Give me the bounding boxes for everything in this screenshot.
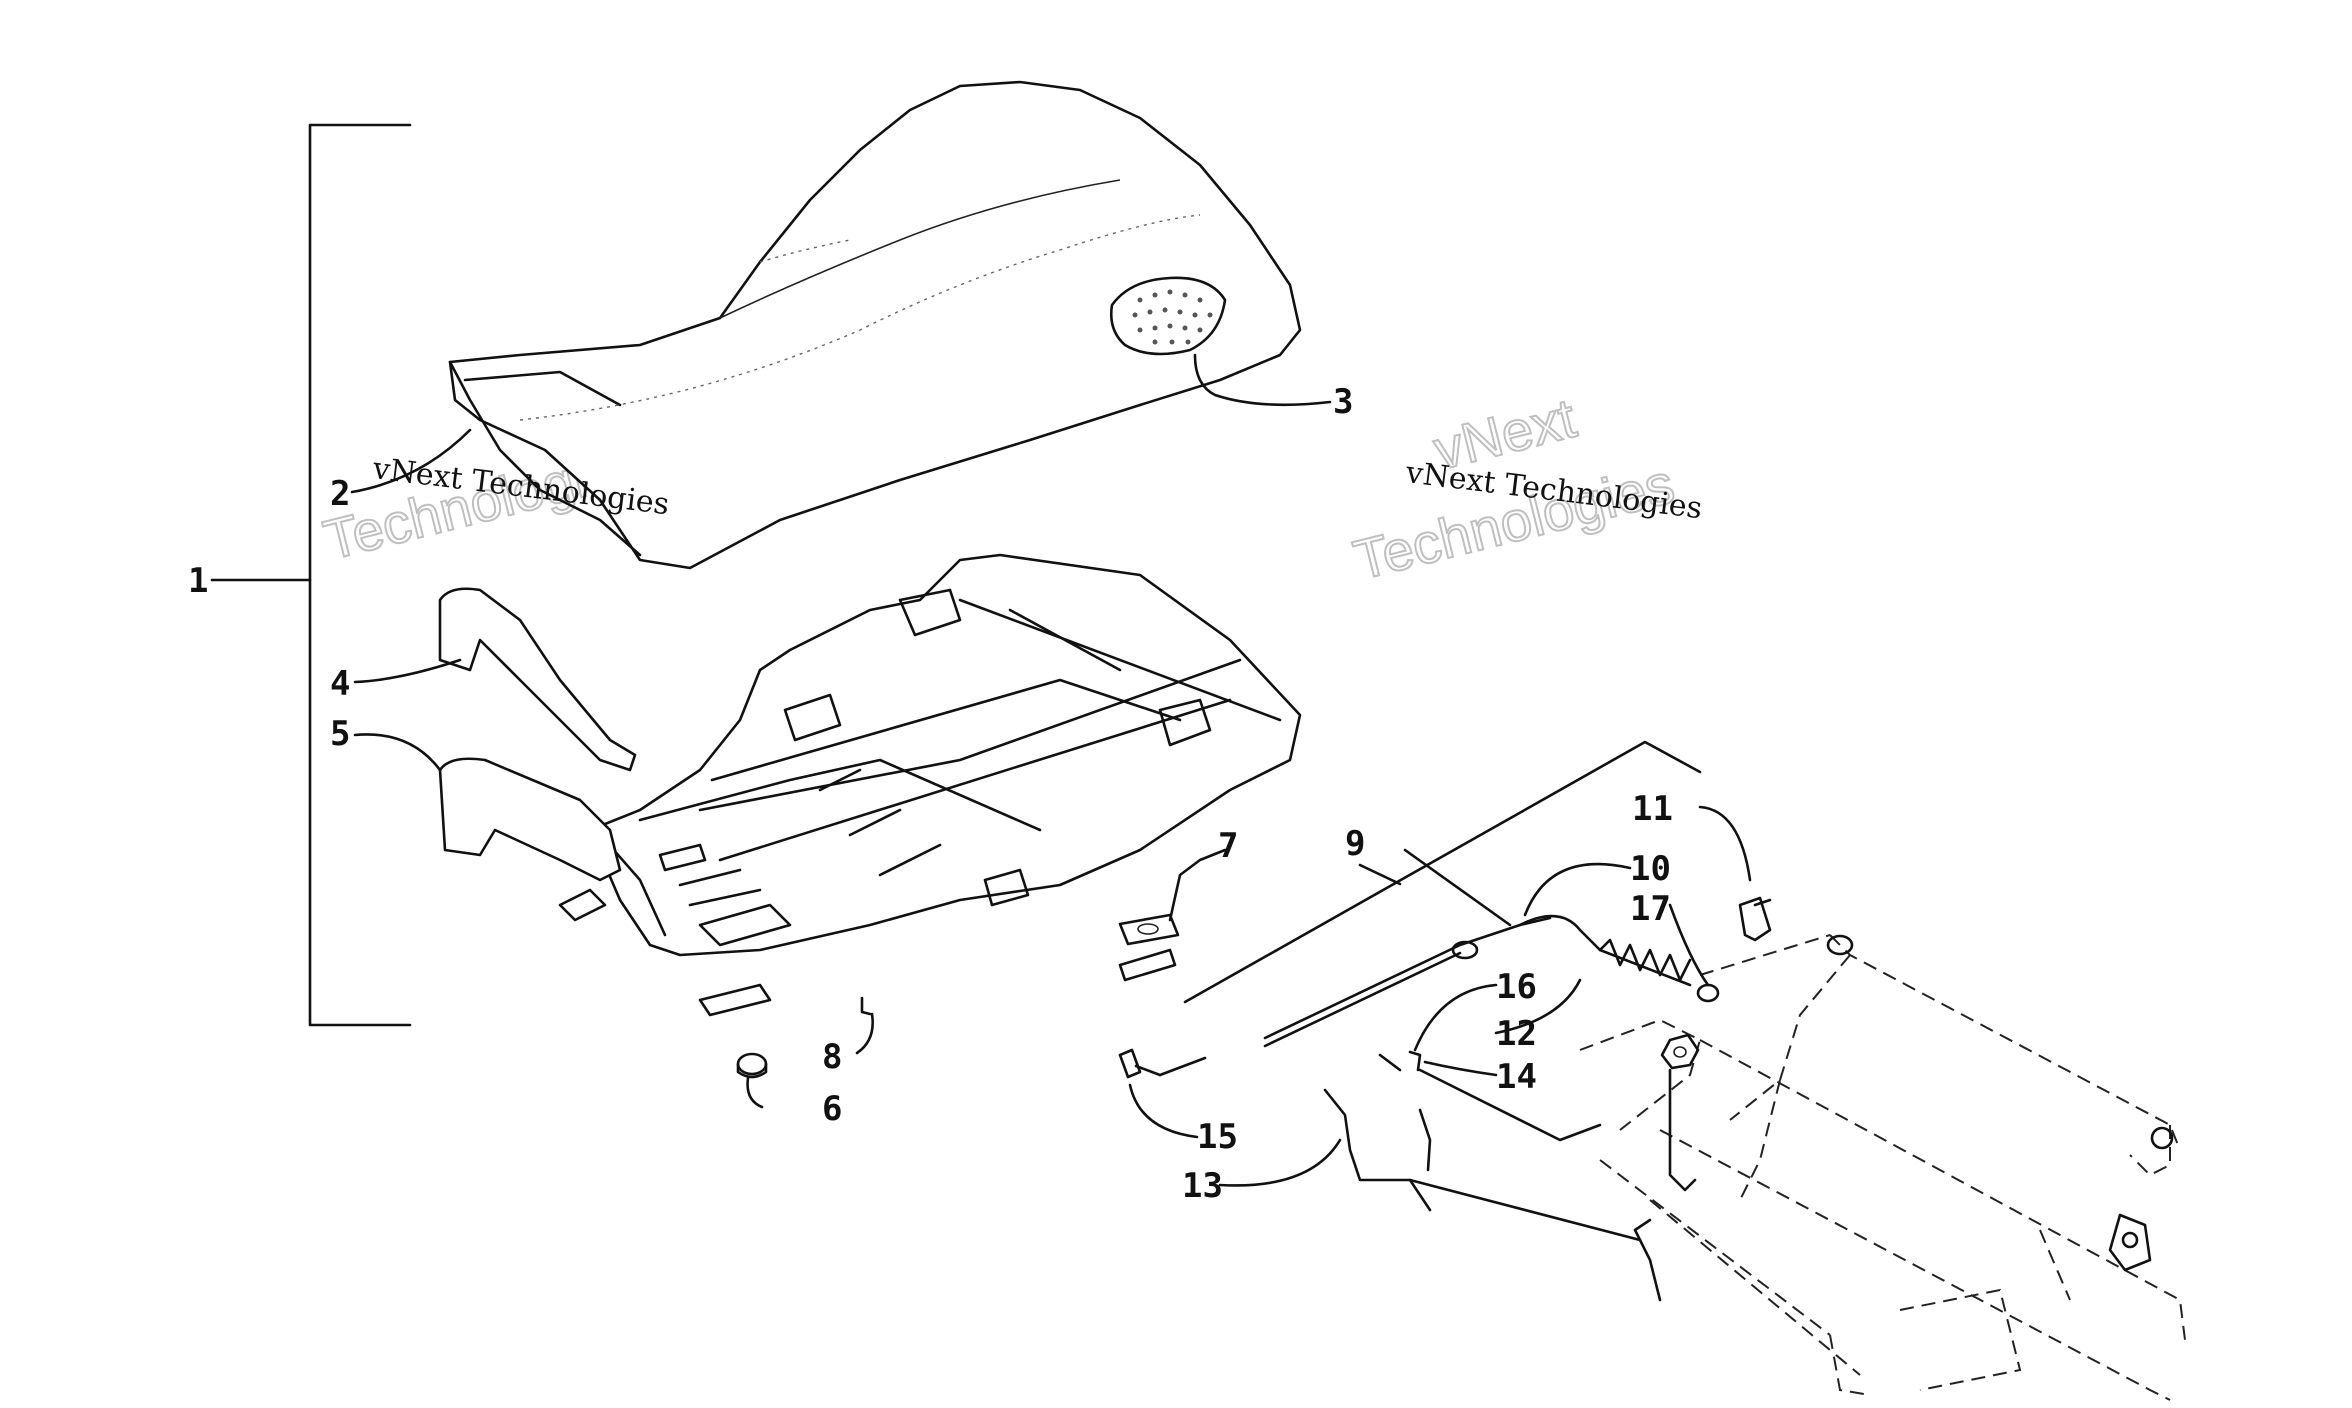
leader-lines bbox=[350, 353, 1752, 1187]
callout-5: 5 bbox=[330, 714, 350, 754]
seat-cover bbox=[448, 80, 1302, 570]
callout-17: 17 bbox=[1630, 889, 1671, 929]
bumper-6 bbox=[736, 1052, 768, 1079]
pad-7 bbox=[1118, 913, 1180, 946]
callout-13: 13 bbox=[1182, 1166, 1223, 1206]
seat-base bbox=[558, 553, 1302, 1017]
nut bbox=[1660, 1033, 1700, 1192]
callout-1: 1 bbox=[188, 561, 208, 601]
clip-14-16 bbox=[1378, 1050, 1602, 1142]
bolt-15 bbox=[1118, 1048, 1207, 1079]
callout-2: 2 bbox=[330, 474, 350, 514]
hook-8 bbox=[860, 996, 872, 1016]
lever-11 bbox=[1738, 896, 1772, 942]
callout-12: 12 bbox=[1496, 1014, 1537, 1054]
callout-labels: 1 2 3 4 5 6 7 8 9 10 11 12 13 14 15 16 1… bbox=[188, 382, 1673, 1206]
callout-3: 3 bbox=[1333, 382, 1353, 422]
callout-7: 7 bbox=[1218, 826, 1238, 866]
latch-cable-10 bbox=[1263, 914, 1602, 1048]
callout-15: 15 bbox=[1197, 1117, 1238, 1157]
callout-16: 16 bbox=[1496, 967, 1537, 1007]
callout-8: 8 bbox=[822, 1037, 842, 1077]
bracket-item-9 bbox=[1183, 740, 1702, 1004]
callout-9: 9 bbox=[1345, 824, 1365, 864]
bracket-item-1 bbox=[210, 123, 412, 1027]
handle-5 bbox=[438, 757, 622, 882]
callout-4: 4 bbox=[330, 664, 350, 704]
callout-11: 11 bbox=[1632, 789, 1673, 829]
callout-10: 10 bbox=[1630, 849, 1671, 889]
frame-dashed bbox=[1579, 934, 2186, 1401]
spring-17 bbox=[1598, 938, 1720, 1003]
latch-rod-13 bbox=[1323, 1088, 1662, 1302]
callout-6: 6 bbox=[822, 1089, 842, 1129]
handle-4 bbox=[438, 587, 637, 772]
callout-14: 14 bbox=[1496, 1057, 1537, 1097]
